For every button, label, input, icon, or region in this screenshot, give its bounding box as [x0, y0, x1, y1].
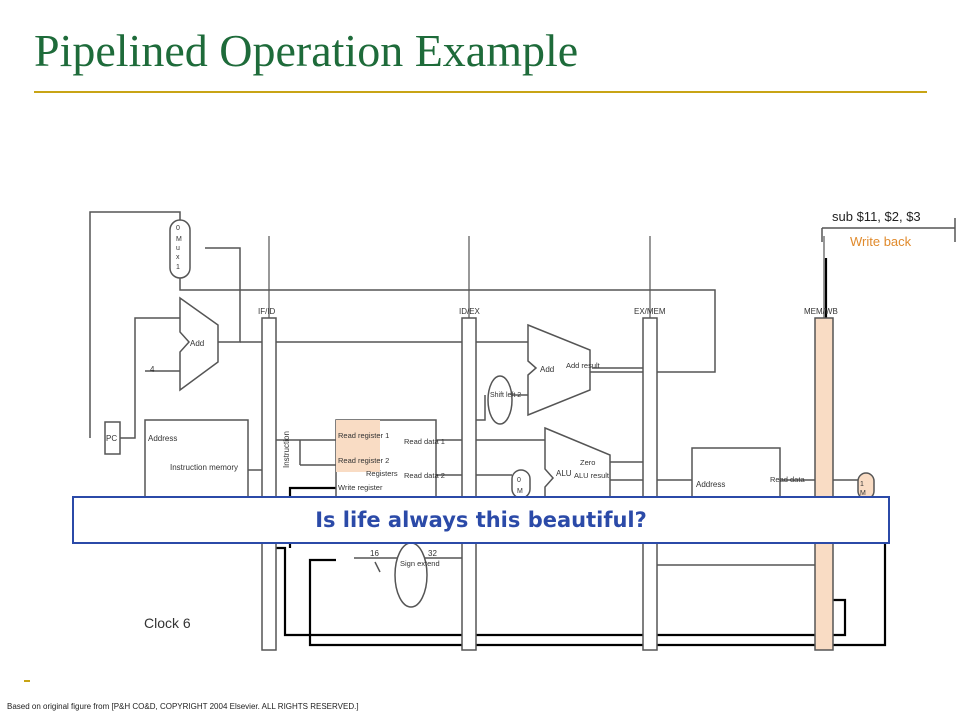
pipeline-register-id-ex	[461, 317, 477, 651]
mux-label-2: u	[176, 245, 180, 252]
data-memory	[691, 447, 781, 499]
read-data-1-label: Read data 1	[404, 437, 445, 446]
imem-address-label: Address	[148, 434, 177, 443]
alu-src-mux-label-1: M	[517, 488, 523, 495]
pc-label: PC	[106, 434, 117, 443]
mux-label-3: x	[176, 254, 180, 261]
pipeline-register-label-ex-mem: EX/MEM	[634, 307, 666, 316]
mux-label-1: M	[176, 236, 182, 243]
callout-box: Is life always this beautiful?	[72, 496, 890, 544]
add-result-label: Add result	[566, 361, 601, 370]
alu-result-label: ALU result	[574, 471, 610, 480]
footer-credit: Based on original figure from [P&H CO&D,…	[7, 702, 359, 711]
sign-extend-label: Sign extend	[400, 559, 440, 568]
register-read-ports	[336, 420, 380, 472]
writeback-mux-label-1: 1	[860, 481, 864, 488]
read-register-2-label: Read register 2	[338, 456, 389, 465]
shift-left-2	[487, 375, 513, 425]
pc-register	[104, 421, 121, 455]
alu-zero-label: Zero	[580, 458, 595, 467]
imem-label: Instruction memory	[170, 463, 238, 472]
pipeline-register-ex-mem	[642, 317, 658, 651]
pipeline-register-if-id	[261, 317, 277, 651]
pipeline-register-label-id-ex: ID/EX	[459, 307, 481, 316]
page-title: Pipelined Operation Example	[34, 25, 579, 76]
writeback-mux-label-m: M	[860, 490, 866, 497]
shift-left-2-label: Shift left 2	[490, 392, 521, 399]
constant-four: 4	[150, 365, 155, 374]
instruction-bus-label: Instruction	[282, 431, 291, 468]
pipeline-register-label-if-id: IF/ID	[258, 307, 276, 316]
clock-label: Clock 6	[144, 615, 191, 631]
pc-mux	[169, 219, 191, 279]
mux-label-4: 1	[176, 264, 180, 271]
pipeline-register-mem-wb	[814, 317, 834, 651]
write-register-label: Write register	[338, 483, 383, 492]
pc-adder-label: Add	[190, 339, 204, 348]
instruction-memory	[144, 419, 249, 499]
alu-label: ALU	[556, 469, 572, 478]
dmem-address-label: Address	[696, 480, 725, 489]
bits-16-label: 16	[370, 549, 379, 558]
dmem-read-data-label: Read data	[770, 475, 805, 484]
stage-label: Write back	[850, 234, 912, 249]
branch-adder-label: Add	[540, 365, 554, 374]
slide-marker	[24, 680, 30, 682]
alu-src-mux-label-0: 0	[517, 477, 521, 484]
branch-adder	[527, 323, 591, 417]
mux-label-0: 0	[176, 225, 180, 232]
bits-32-label: 32	[428, 549, 437, 558]
datapath-wires	[89, 211, 956, 573]
read-data-2-label: Read data 2	[404, 471, 445, 480]
registers-label: Registers	[366, 469, 398, 478]
instruction-label: sub $11, $2, $3	[832, 209, 921, 224]
pipeline-register-label-mem-wb: MEM/WB	[804, 307, 838, 316]
sign-extend	[394, 542, 428, 608]
title-rule	[34, 91, 927, 93]
pc-adder	[179, 296, 219, 392]
read-register-1-label: Read register 1	[338, 431, 389, 440]
